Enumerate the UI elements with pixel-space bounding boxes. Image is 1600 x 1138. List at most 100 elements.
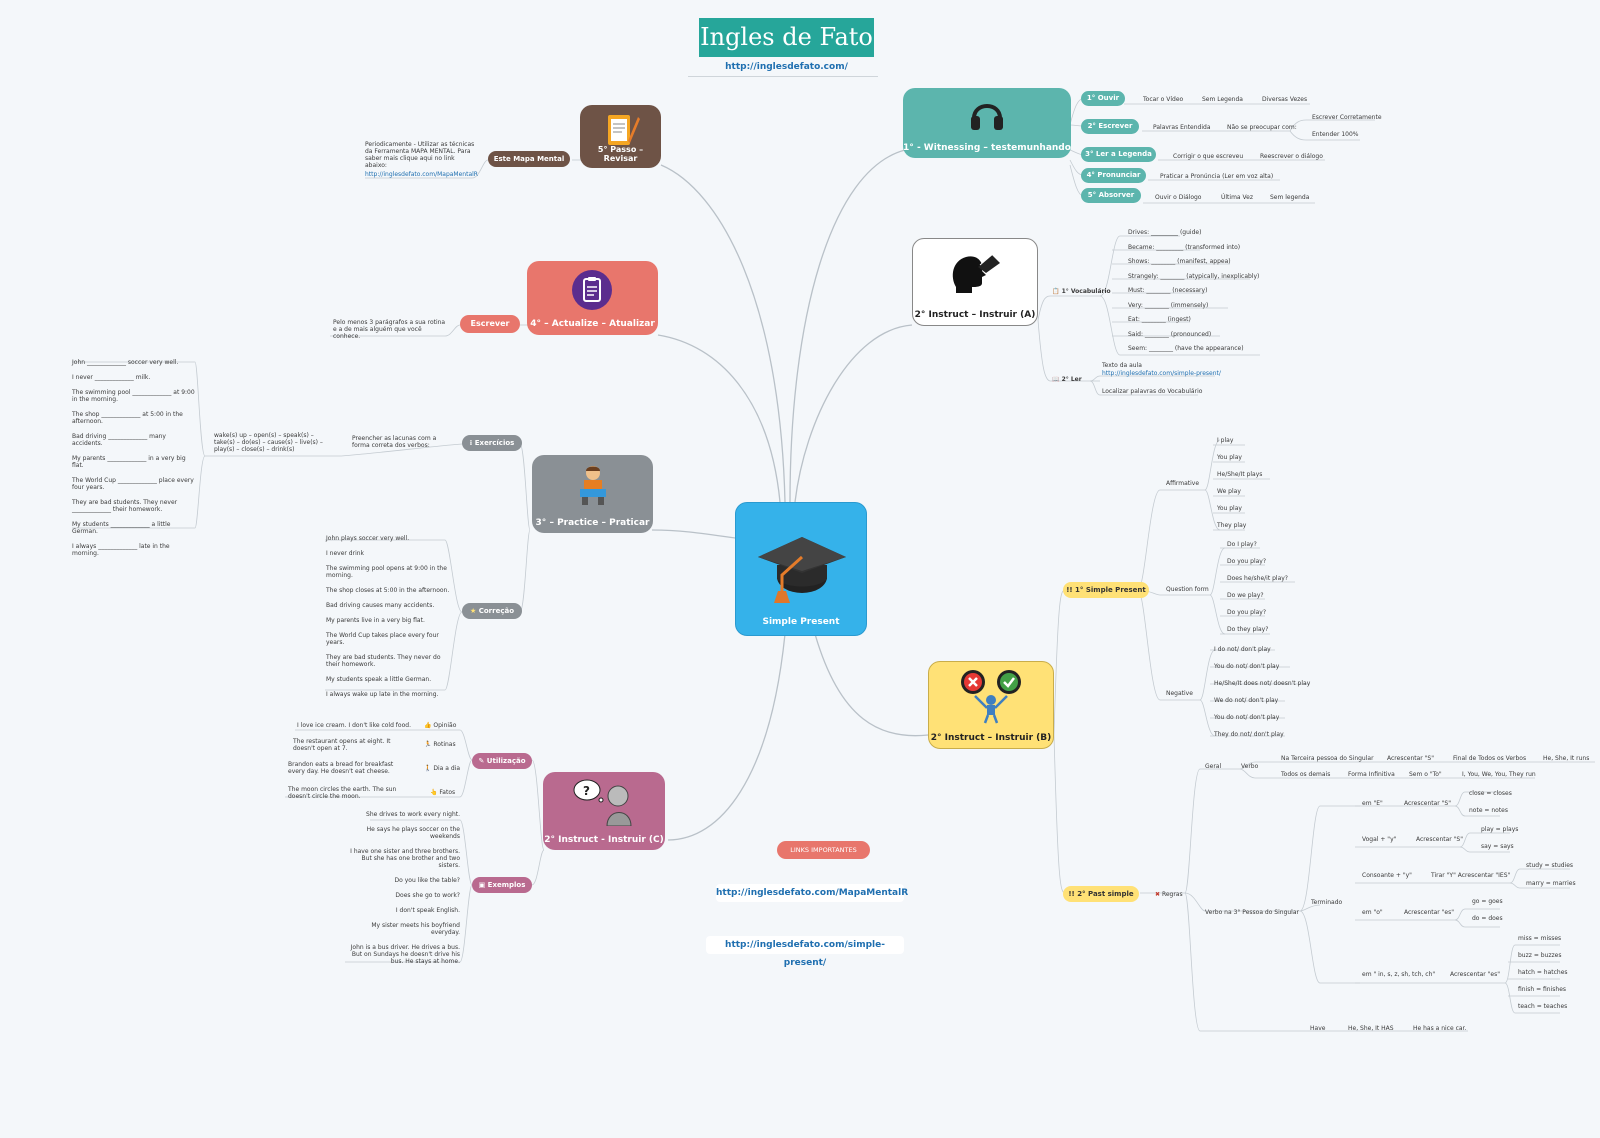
past-simple-pill[interactable]: !! 2° Past simple: [1063, 886, 1139, 902]
list-item: My parents live in a very big flat.: [326, 617, 425, 624]
simple-present-label: 1° Simple Present: [1075, 586, 1146, 594]
diaadia-label: 🚶 Dia a dia: [424, 765, 460, 772]
central-label: Simple Present: [762, 617, 840, 627]
utilizacao-pill[interactable]: ✎ Utilização: [472, 753, 532, 769]
absorver-pill[interactable]: 5° Absorver: [1081, 188, 1141, 203]
person-icon: 🚶: [424, 765, 434, 772]
escrever-pill[interactable]: Escrever: [460, 315, 520, 333]
note-icon: ▣: [478, 881, 488, 889]
mapa-mental-pill[interactable]: Este Mapa Mental: [488, 151, 570, 167]
revisar-link[interactable]: http://inglesdefato.com/MapaMentalR: [365, 171, 478, 178]
runner-icon: 🏃: [424, 741, 434, 748]
list-item: We play: [1217, 488, 1241, 495]
thumb-icon: 👍: [424, 722, 434, 729]
rule-text: Sem o "To": [1409, 771, 1442, 778]
list-item: Do I play?: [1227, 541, 1257, 548]
example: note = notes: [1469, 807, 1509, 814]
correction-list: John plays soccer very well.I never drin…: [326, 535, 451, 706]
have-item: He, She, It HAS: [1348, 1025, 1394, 1032]
list-item: Do you play?: [1227, 558, 1267, 565]
ending-label: Consoante + "y": [1362, 872, 1412, 879]
list-item: My parents _____________ in a very big f…: [72, 455, 186, 469]
ouvir-item: Tocar o Vídeo: [1143, 96, 1184, 103]
opiniao-example: I love ice cream. I don't like cold food…: [297, 722, 411, 729]
past-simple-label: 2° Past simple: [1077, 890, 1134, 898]
ending-label: em " in, s, z, sh, tch, ch": [1362, 971, 1436, 978]
escrever-item: Não se preocupar com:: [1227, 124, 1297, 131]
example: say = says: [1481, 843, 1514, 850]
ending-rule: Tirar "Y" Acrescentar "IES": [1431, 872, 1511, 879]
list-item: Do we play?: [1227, 592, 1264, 599]
list-item: Strangely: ________ (atypically, inexpli…: [1128, 272, 1260, 280]
fatos-label: 👆 Fatos: [430, 789, 455, 796]
witnessing-node[interactable]: 1° - Witnessing – testemunhando: [903, 88, 1071, 158]
list-item: You play: [1217, 454, 1242, 461]
instruct-c-node[interactable]: ? 2° Instruct - Instruir (C): [543, 772, 665, 850]
atualizar-label: 4° – Actualize – Atualizar: [530, 319, 655, 329]
instruct-a-node[interactable]: 2° Instruct – Instruir (A): [912, 238, 1038, 326]
pronunciar-pill[interactable]: 4° Pronunciar: [1081, 168, 1146, 183]
list-item: John _____________ soccer very well.: [72, 359, 179, 366]
ler-item: Reescrever o diálogo: [1260, 153, 1323, 160]
list-item: The shop _____________ at 5:00 in the af…: [72, 411, 183, 425]
revisar-text: Periodicamente - Utilizar as técnicas da…: [365, 141, 475, 169]
list-item: miss = misses: [1518, 935, 1562, 942]
ending-rule: Acrescentar "S": [1416, 836, 1463, 843]
rule-text: Final de Todos os Verbos: [1453, 755, 1527, 762]
ouvir-item: Sem Legenda: [1202, 96, 1243, 103]
exercicios-pill[interactable]: ⁝ Exercícios: [462, 435, 522, 451]
praticar-node[interactable]: 3° – Practice – Praticar: [532, 455, 653, 533]
ler-legenda-pill[interactable]: 3° Ler a Legenda: [1081, 147, 1156, 162]
correcao-pill[interactable]: ★ Correção: [462, 603, 522, 619]
simple-present-pill[interactable]: !! 1° Simple Present: [1063, 582, 1149, 598]
opiniao-text: Opinião: [433, 722, 457, 729]
ouvir-item: Diversas Vezes: [1262, 96, 1308, 103]
vocabulario-heading: 📋 1° Vocabulário: [1052, 288, 1111, 295]
student-reading-icon: [580, 466, 606, 505]
verbo3-label: Verbo na 3° Pessoa do Singular: [1205, 909, 1299, 916]
exemplos-list: She drives to work every night.He says h…: [343, 811, 460, 973]
list-item: My students _____________ a little Germa…: [72, 521, 171, 535]
list-item: Drives: _________ (guide): [1128, 229, 1202, 236]
star-icon: ★: [470, 607, 479, 615]
list-item: I always wake up late in the morning.: [326, 691, 439, 698]
escrever-pill[interactable]: 2° Escrever: [1081, 119, 1139, 134]
list-item: Do you play?: [1227, 609, 1267, 616]
rule-text: Na Terceira pessoa do Singular: [1281, 755, 1374, 762]
utilizacao-label: Utilização: [486, 757, 526, 765]
example: marry = marries: [1526, 880, 1576, 887]
rule-text: He, She, It runs: [1543, 755, 1590, 762]
exemplos-label: Exemplos: [487, 881, 526, 889]
site-url-link[interactable]: http://inglesdefato.com/: [725, 62, 848, 72]
example: do = does: [1472, 915, 1503, 922]
ouvir-pill[interactable]: 1° Ouvir: [1081, 91, 1125, 106]
absorver-item: Ouvir o Diálogo: [1155, 194, 1202, 201]
list-item: finish = finishes: [1518, 986, 1567, 993]
geral-label: Geral: [1205, 763, 1222, 770]
revisar-node[interactable]: 5° Passo – Revisar: [580, 105, 661, 168]
list-item: You play: [1217, 505, 1242, 512]
atualizar-node[interactable]: 4° – Actualize – Atualizar: [527, 261, 658, 335]
simple-present-link[interactable]: http://inglesdefato.com/simple-present/: [706, 936, 904, 968]
instruct-c-label: 2° Instruct - Instruir (C): [544, 835, 664, 845]
clipboard-icon: 📋: [1052, 288, 1062, 295]
list-item: Must: ________ (necessary): [1128, 287, 1208, 294]
regras-label: ✖ Regras: [1155, 891, 1183, 898]
list-item: He/She/It does not/ doesn't play: [1214, 680, 1311, 687]
list-item: I play: [1217, 437, 1234, 444]
ler-link[interactable]: http://inglesdefato.com/simple-present/: [1102, 370, 1221, 377]
list-item: She drives to work every night.: [366, 811, 460, 818]
ler-item: Corrigir o que escreveu: [1173, 153, 1244, 160]
list-item: The shop closes at 5:00 in the afternoon…: [326, 587, 450, 594]
list-item: John plays soccer very well.: [326, 535, 410, 542]
terminado-label: Terminado: [1311, 899, 1343, 906]
mapa-mental-link[interactable]: http://inglesdefato.com/MapaMentalR: [716, 884, 908, 902]
exemplos-pill[interactable]: ▣ Exemplos: [472, 877, 532, 893]
fatos-text: Fatos: [439, 789, 456, 796]
diaadia-example: Brandon eats a bread for breakfast every…: [288, 761, 394, 775]
instruct-b-node[interactable]: 2° Instruct – Instruir (B): [928, 661, 1054, 749]
list-item: buzz = buzzes: [1518, 952, 1562, 959]
list-item: Seem: ________ (have the appearance): [1128, 345, 1244, 352]
central-node[interactable]: Simple Present: [735, 502, 867, 636]
page-title: Ingles de Fato: [699, 18, 874, 57]
